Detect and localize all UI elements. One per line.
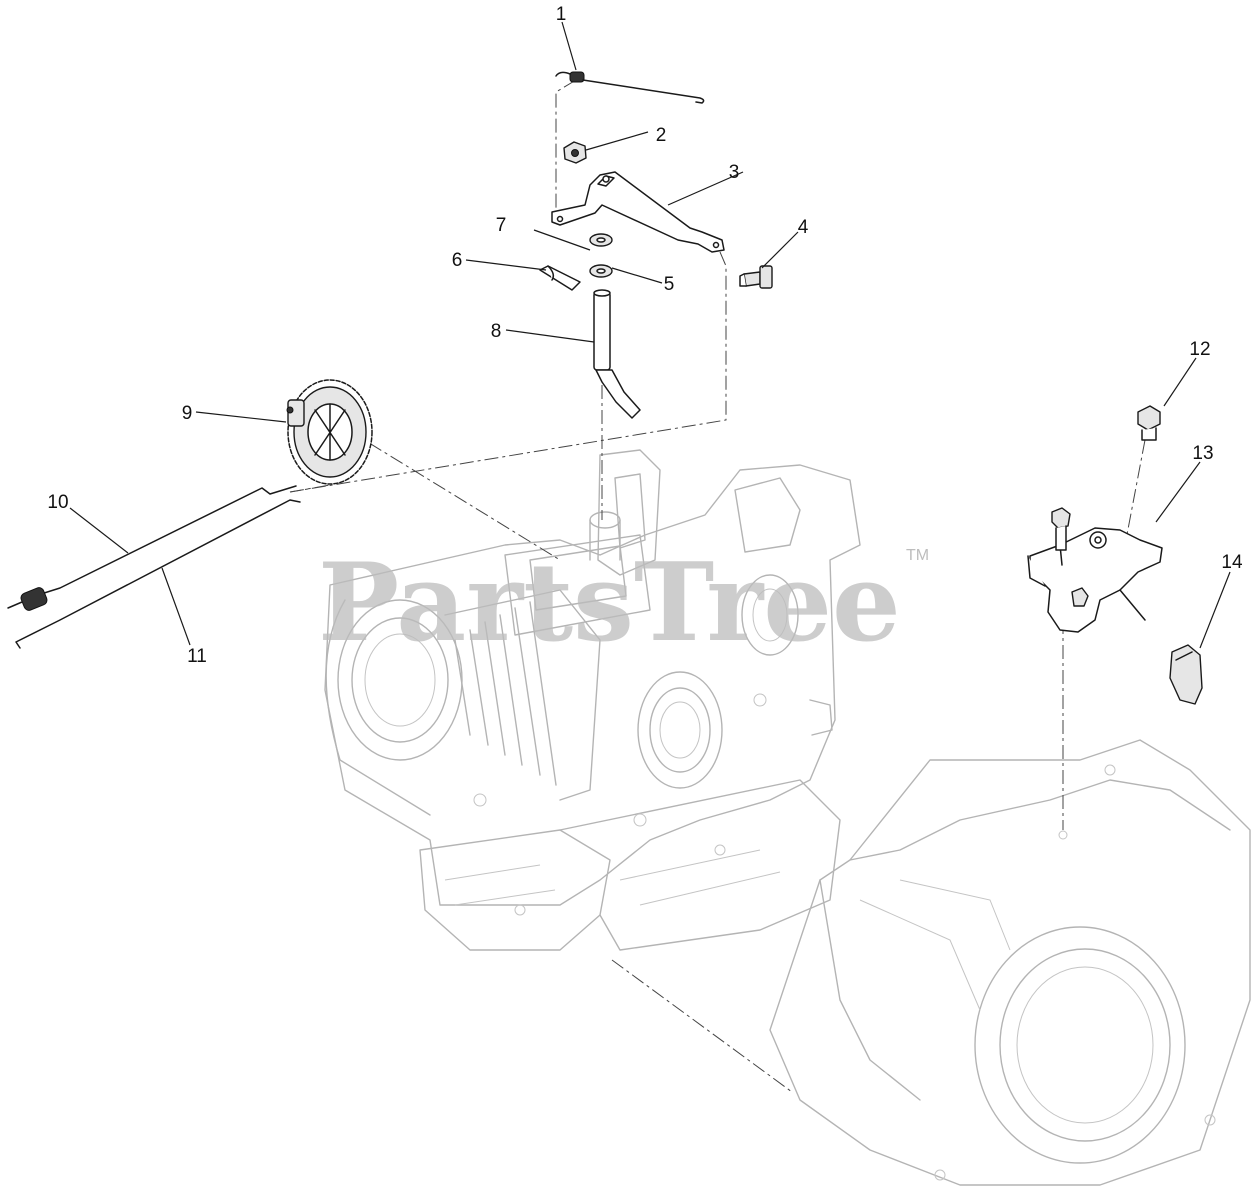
assembly-lines	[289, 79, 1146, 1093]
callout-12: 12	[1189, 339, 1210, 360]
part-3-governor-lever	[551, 171, 725, 253]
part-10-11-rod-and-spring	[7, 485, 301, 649]
callout-4: 4	[798, 217, 809, 238]
part-9-governor-gear	[286, 379, 373, 485]
callout-3: 3	[729, 162, 740, 183]
callout-13: 13	[1192, 443, 1213, 464]
part-6-clip	[539, 265, 581, 291]
watermark-trademark: TM	[906, 547, 929, 564]
callout-7: 7	[496, 215, 507, 236]
callout-2: 2	[656, 125, 667, 146]
callout-labels: 1 2 3 4 5 6 7 8 9 10 11 12 13 14	[47, 4, 1243, 667]
part-12-bolt	[1137, 405, 1161, 441]
callout-8: 8	[491, 321, 502, 342]
callout-9: 9	[182, 403, 193, 424]
callout-5: 5	[664, 274, 675, 295]
leader-lines	[69, 21, 1231, 649]
callout-10: 10	[47, 492, 68, 513]
part-4-bolt	[739, 265, 773, 289]
callout-1: 1	[556, 4, 567, 25]
watermark-text: PartsTree	[318, 540, 901, 666]
callout-6: 6	[452, 250, 463, 271]
part-14-knob	[1169, 644, 1203, 705]
part-2-nut	[563, 141, 587, 164]
part-1-governor-spring	[555, 71, 705, 104]
part-8-governor-shaft	[593, 289, 641, 419]
callout-11: 11	[187, 646, 207, 667]
part-13-control-bracket	[1027, 507, 1163, 633]
engine-block-outline	[324, 449, 861, 951]
callout-14: 14	[1221, 552, 1243, 573]
blower-housing-outline	[769, 739, 1251, 1186]
